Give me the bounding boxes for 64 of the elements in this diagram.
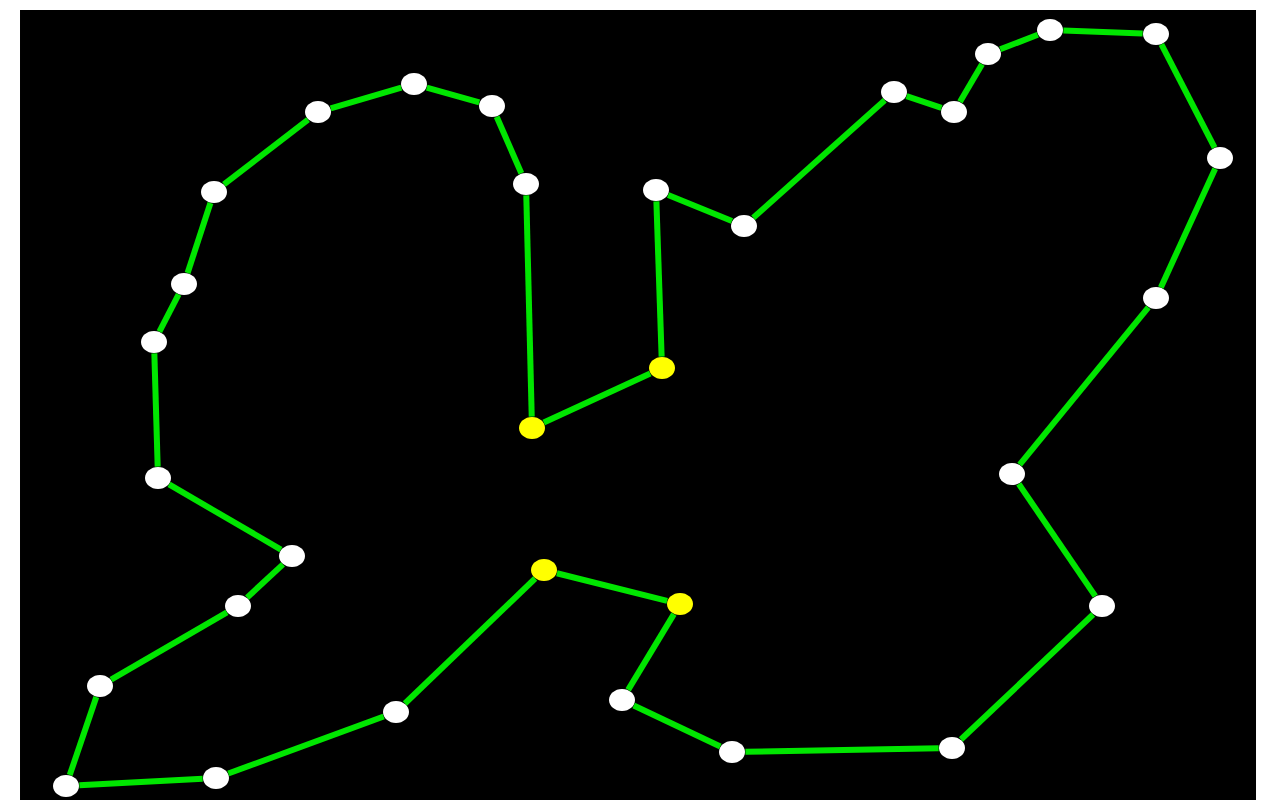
edge-line: [79, 775, 203, 789]
edge-line: [167, 481, 283, 553]
edge-line: [625, 612, 677, 692]
edge-line: [329, 84, 403, 112]
graph-vertex: [731, 215, 757, 237]
graph-vertex: [1143, 287, 1169, 309]
edge-line: [1158, 43, 1218, 149]
graph-vertex: [401, 73, 427, 95]
graph-vertex: [531, 559, 557, 581]
graph-vertex: [1089, 595, 1115, 617]
edge-line: [227, 713, 385, 777]
graph-vertex: [383, 701, 409, 723]
edge-line: [999, 31, 1039, 53]
graph-vertex: [203, 767, 229, 789]
graph-vertex: [171, 273, 197, 295]
edge-line: [632, 702, 722, 750]
graph-vertex: [939, 737, 965, 759]
edge-line: [493, 115, 525, 175]
graph-vertex: [1207, 147, 1233, 169]
edge-line: [1017, 305, 1151, 467]
graph-vertex: [513, 173, 539, 195]
graph-vertex: [941, 101, 967, 123]
graph-vertex: [87, 675, 113, 697]
edge-line: [222, 117, 310, 187]
edge-line: [184, 202, 214, 274]
graph-vertex: [975, 43, 1001, 65]
edge-line: [1016, 482, 1098, 598]
graph-vertex: [1143, 23, 1169, 45]
graph-vertex: [519, 417, 545, 439]
edge-line: [402, 576, 538, 706]
edge-line: [425, 84, 481, 106]
edge-line: [666, 192, 734, 224]
graph-vertex: [145, 467, 171, 489]
edge-line: [1158, 167, 1218, 289]
graph-vertex: [1037, 19, 1063, 41]
edge-line: [653, 201, 665, 357]
graph-vertex: [201, 181, 227, 203]
graph-vertex: [141, 331, 167, 353]
graph-vertex: [225, 595, 251, 617]
graph-vertex: [881, 81, 907, 103]
edge-line: [542, 370, 652, 426]
graph-vertex: [305, 101, 331, 123]
graph-vertex: [667, 593, 693, 615]
edge-line: [556, 570, 668, 604]
edge-line: [66, 696, 100, 776]
edge-line: [109, 609, 229, 683]
edge-line: [751, 98, 887, 220]
edge-line: [958, 612, 1096, 742]
edge-line: [156, 293, 182, 333]
graph-vertex: [643, 179, 669, 201]
graph-vertex: [279, 545, 305, 567]
edge-line: [1063, 27, 1143, 37]
edge-line: [245, 562, 285, 600]
edge-line: [745, 745, 939, 755]
edge-line: [957, 62, 985, 104]
edge-line: [151, 353, 161, 467]
graph-vertex: [479, 95, 505, 117]
graph-vertex: [999, 463, 1025, 485]
graph-vertex: [649, 357, 675, 379]
graph-vertex: [719, 741, 745, 763]
edge-line: [905, 93, 943, 111]
graph-vertex: [53, 775, 79, 797]
edge-line: [523, 195, 535, 417]
graph-vertex: [609, 689, 635, 711]
